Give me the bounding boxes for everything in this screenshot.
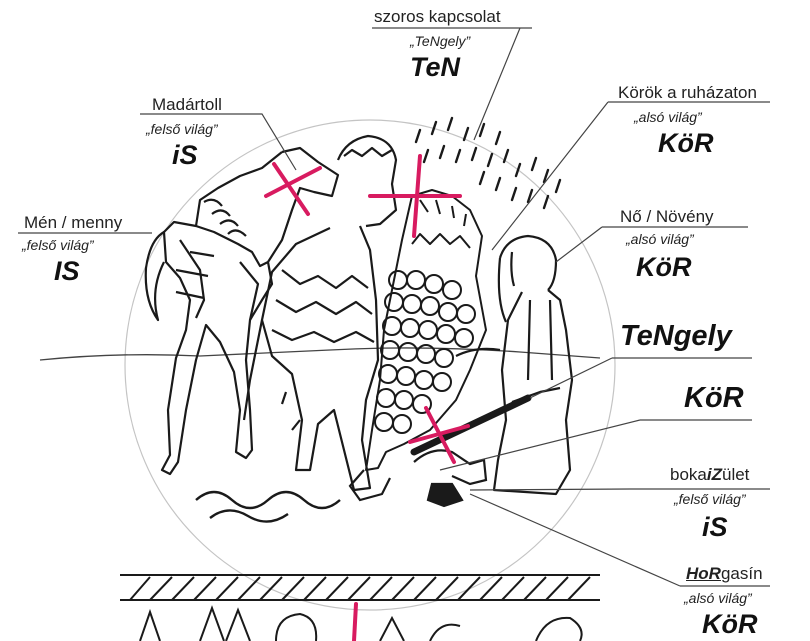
- cross-frieze: [354, 604, 356, 641]
- label-circle-code: KöR: [684, 384, 744, 413]
- label-top-code: TeN: [410, 54, 460, 81]
- label-shackle-name: HoRgasín: [686, 565, 763, 582]
- leader-circle: [440, 420, 752, 470]
- label-ankle-sub: „felső világ”: [674, 492, 746, 506]
- label-horse-sub: „felső világ”: [22, 238, 94, 252]
- label-top-sub: „TeNgely”: [410, 34, 470, 48]
- label-ankle-code: iS: [702, 514, 728, 541]
- label-woman-code: KöR: [636, 254, 692, 281]
- label-shackle-name-bold: HoR: [686, 564, 721, 583]
- cross-warrior-face: [370, 156, 460, 236]
- label-shackle-name-post: gasín: [721, 564, 763, 583]
- ground-line: [40, 348, 600, 360]
- horse-figure: [146, 148, 338, 474]
- label-woman-name: Nő / Növény: [620, 208, 714, 225]
- label-ankle-name-post: ület: [722, 465, 749, 484]
- label-clothes-sub: „alsó világ”: [634, 110, 702, 124]
- warrior-figure: [244, 136, 396, 490]
- bottom-frieze: [120, 575, 600, 641]
- label-woman-sub: „alsó világ”: [626, 232, 694, 246]
- label-horse-name: Mén / menny: [24, 214, 122, 231]
- woman-figure: [494, 236, 572, 494]
- label-ankle-name-bold: iZ: [707, 465, 722, 484]
- label-clothes-name: Körök a ruházaton: [618, 84, 757, 101]
- label-top-name: szoros kapcsolat: [374, 8, 501, 25]
- label-ankle-name: bokaiZület: [670, 466, 749, 483]
- leader-clothes: [492, 102, 770, 250]
- label-clothes-code: KöR: [658, 130, 714, 157]
- label-bird-sub: „felső világ”: [146, 122, 218, 136]
- frame-circle: [125, 120, 615, 610]
- label-shackle-code: KöR: [702, 611, 758, 638]
- label-bird-code: iS: [172, 142, 198, 169]
- label-horse-code: IS: [54, 258, 80, 285]
- leader-ankle: [470, 489, 770, 490]
- label-shackle-sub: „alsó világ”: [684, 591, 752, 605]
- label-ankle-name-pre: boka: [670, 465, 707, 484]
- label-axis-code: TeNgely: [620, 322, 732, 351]
- wave-ornament: [196, 492, 340, 522]
- label-bird-name: Madártoll: [152, 96, 222, 113]
